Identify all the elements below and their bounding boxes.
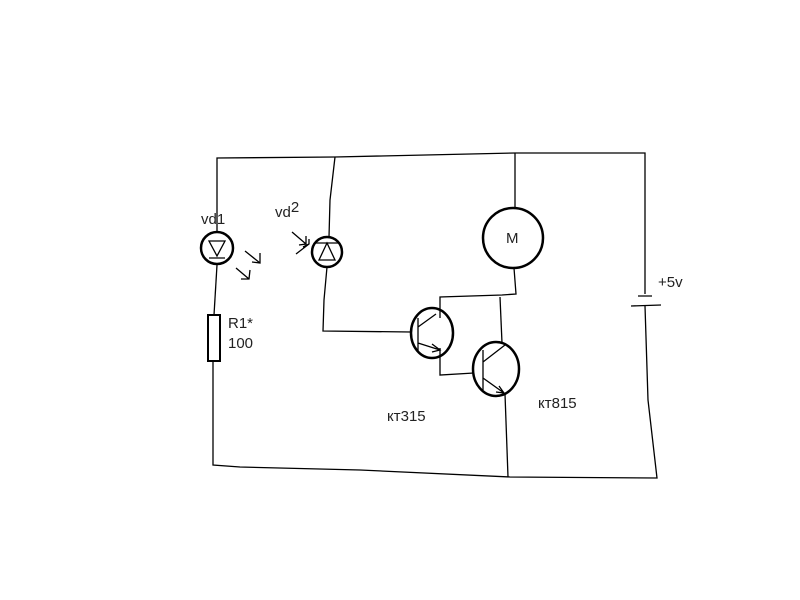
battery	[630, 295, 662, 307]
wires	[212, 152, 658, 479]
photodiode-vd2	[291, 231, 344, 269]
label-q1: кт315	[387, 408, 426, 425]
label-r1-name: R1*	[228, 315, 253, 332]
resistor-r1	[207, 314, 221, 362]
motor-m	[481, 206, 545, 270]
label-vd2: vd2	[275, 199, 299, 221]
label-vd1: vd1	[201, 211, 225, 228]
label-q2: кт815	[538, 395, 577, 412]
label-r1-value: 100	[228, 335, 253, 352]
label-motor: M	[506, 230, 519, 247]
transistor-q2	[471, 340, 521, 398]
label-supply: +5v	[658, 274, 683, 291]
led-vd1	[199, 230, 261, 280]
transistor-q1	[409, 306, 455, 360]
